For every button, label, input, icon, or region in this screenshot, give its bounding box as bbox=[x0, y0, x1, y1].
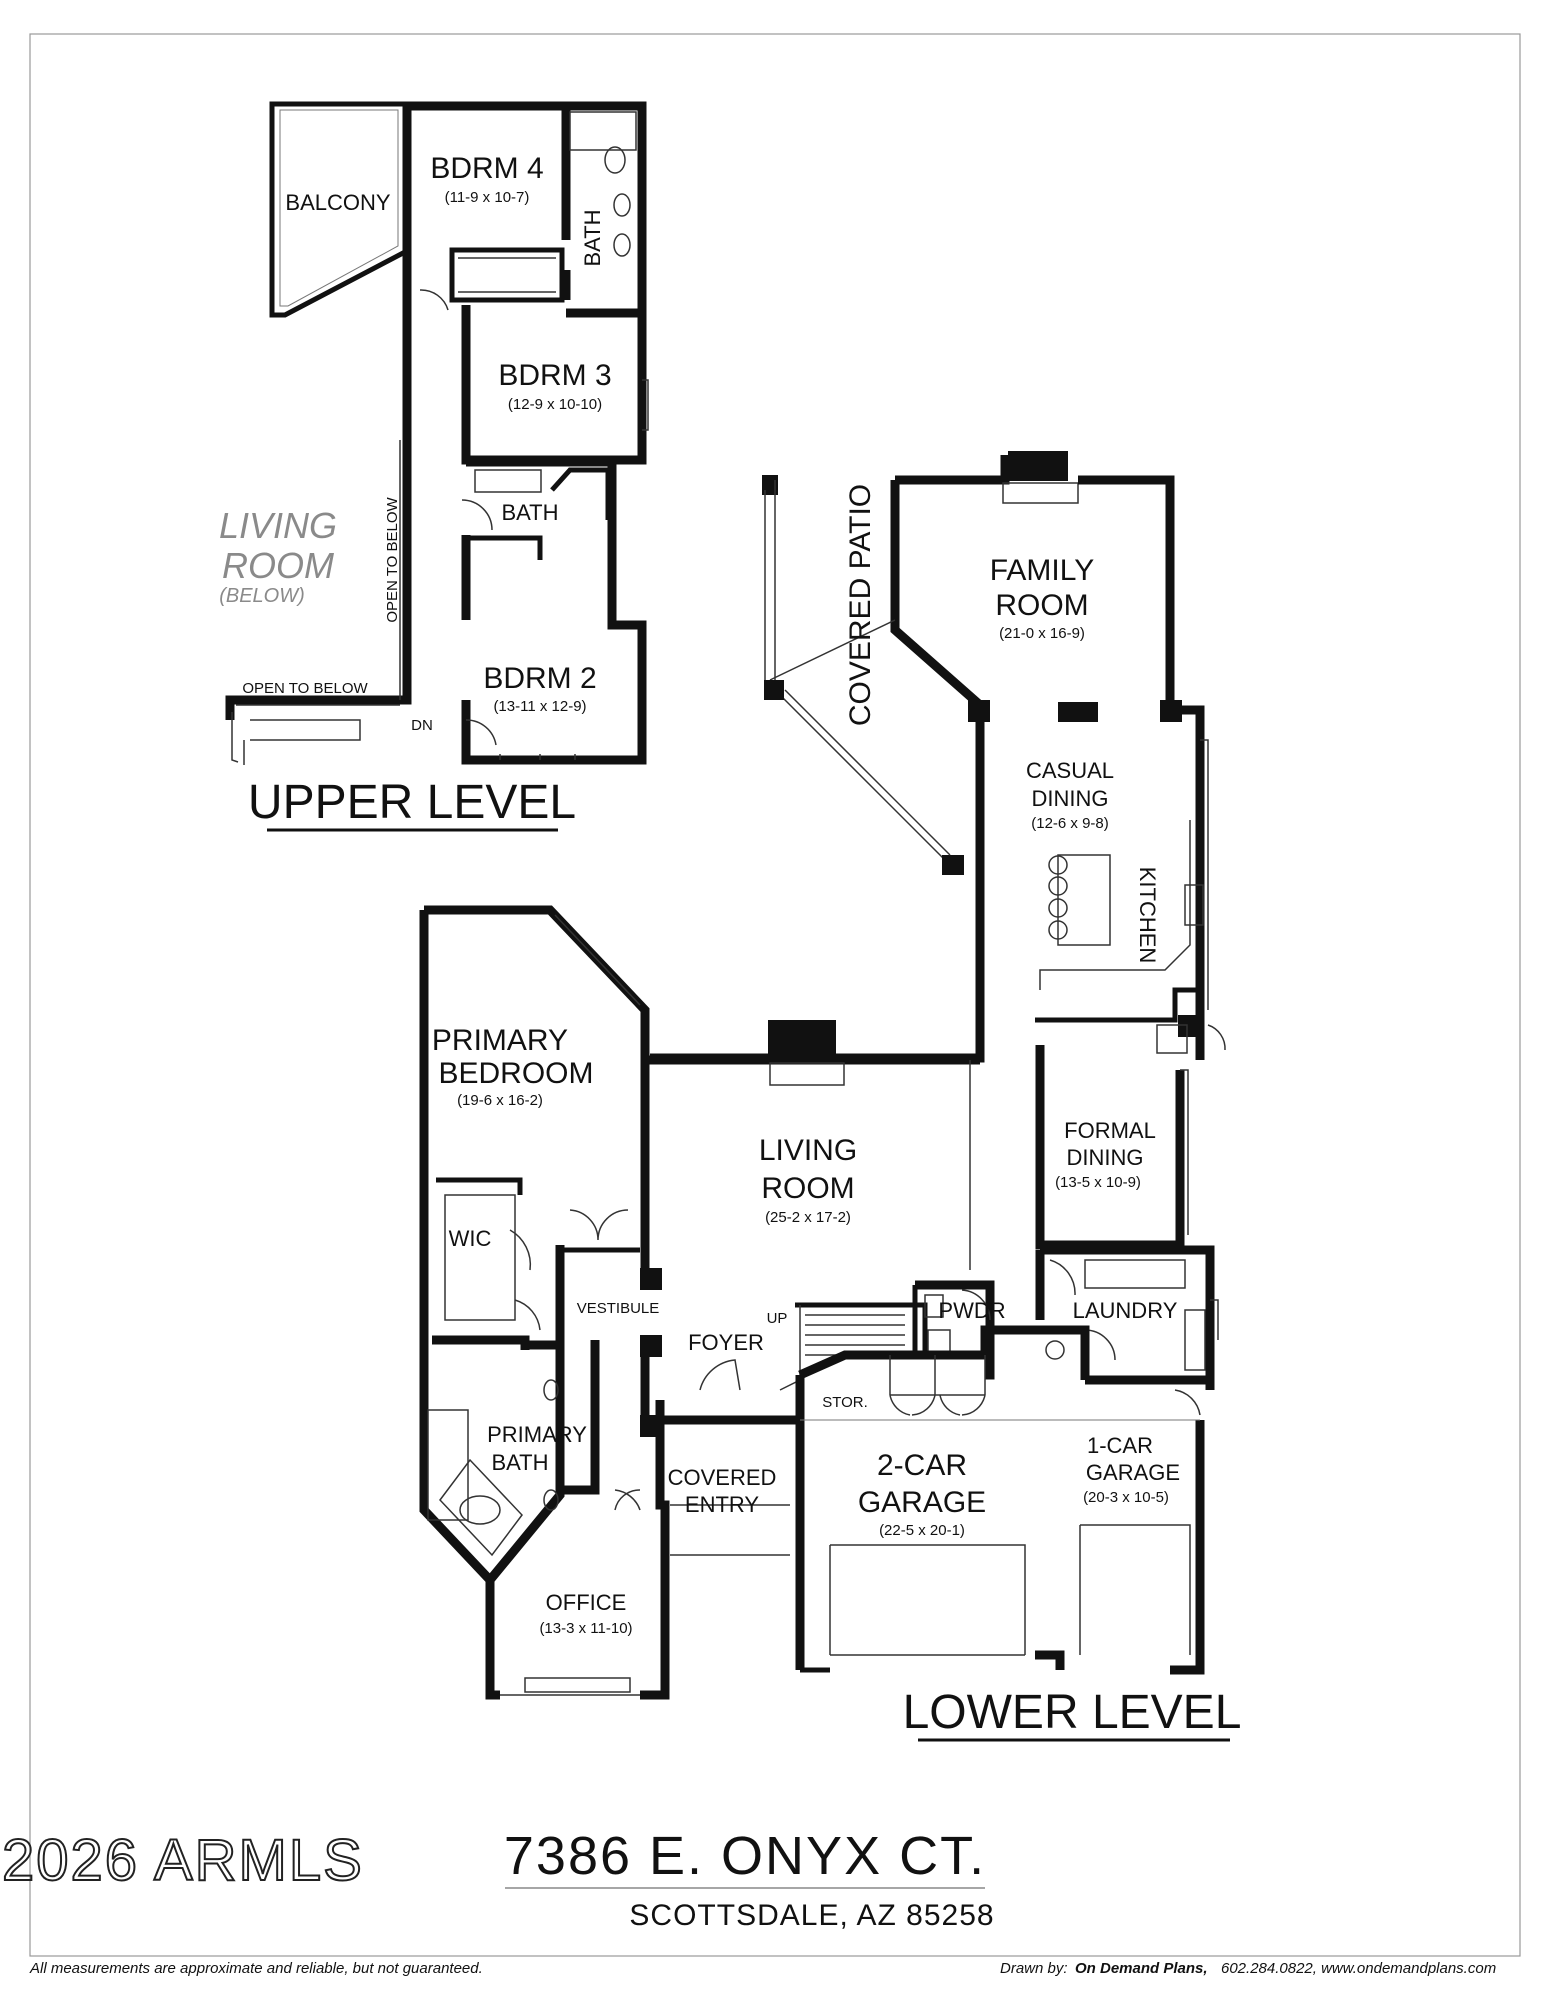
foyer-label: FOYER bbox=[688, 1330, 764, 1355]
up-label: UP bbox=[767, 1310, 788, 1327]
page-frame bbox=[29, 33, 1521, 1957]
kitchen-label: KITCHEN bbox=[1135, 867, 1160, 964]
bdrm4-label: BDRM 4 bbox=[430, 152, 543, 185]
footer-drawn-by-contact: 602.284.0822, www.ondemandplans.com bbox=[1221, 1960, 1496, 1977]
lower-level-plan bbox=[419, 451, 1226, 1700]
family-room-line2: ROOM bbox=[995, 589, 1088, 622]
primary-bath-line2: BATH bbox=[491, 1450, 548, 1475]
garage2-line1: 2-CAR bbox=[877, 1449, 967, 1482]
address-street: 7386 E. ONYX CT. bbox=[504, 1826, 986, 1886]
address-city: SCOTTSDALE, AZ 85258 bbox=[629, 1899, 994, 1932]
primary-bedroom-line2: BEDROOM bbox=[438, 1057, 593, 1090]
living-room-line2: ROOM bbox=[761, 1172, 854, 1205]
casual-dining-line2: DINING bbox=[1032, 786, 1109, 811]
footer-disclaimer: All measurements are approximate and rel… bbox=[29, 1960, 483, 1977]
bdrm3-label: BDRM 3 bbox=[498, 359, 611, 392]
bdrm3-dims: (12-9 x 10-10) bbox=[508, 396, 602, 413]
casual-dining-dims: (12-6 x 9-8) bbox=[1031, 815, 1109, 832]
living-room-line1: LIVING bbox=[759, 1134, 857, 1167]
laundry-label: LAUNDRY bbox=[1073, 1298, 1178, 1323]
lower-level-title: LOWER LEVEL bbox=[903, 1686, 1242, 1739]
living-room-dims: (25-2 x 17-2) bbox=[765, 1209, 851, 1226]
open-to-below-vertical: OPEN TO BELOW bbox=[384, 497, 401, 623]
bdrm2-label: BDRM 2 bbox=[483, 662, 596, 695]
living-below-line2: ROOM bbox=[222, 545, 334, 586]
copyright-watermark: 2026 ARMLS bbox=[2, 1828, 364, 1893]
footer-drawn-by-company: On Demand Plans, bbox=[1075, 1960, 1208, 1977]
upper-level-plan bbox=[225, 101, 649, 765]
living-below-line1: LIVING bbox=[219, 505, 337, 546]
lower-level-labels: COVERED PATIO FAMILY ROOM (21-0 x 16-9) … bbox=[432, 484, 1180, 1637]
office-dims: (13-3 x 11-10) bbox=[539, 1620, 632, 1637]
living-below-line3: (BELOW) bbox=[219, 585, 305, 607]
formal-dining-line1: FORMAL bbox=[1064, 1118, 1156, 1143]
bath-upper-b-label: BATH bbox=[501, 500, 558, 525]
primary-bath-line1: PRIMARY bbox=[487, 1422, 587, 1447]
primary-bedroom-dims: (19-6 x 16-2) bbox=[457, 1092, 543, 1109]
covered-entry-line2: ENTRY bbox=[685, 1492, 759, 1517]
pwdr-label: PWDR bbox=[938, 1298, 1005, 1323]
garage1-line1: 1-CAR bbox=[1087, 1433, 1153, 1458]
balcony-label: BALCONY bbox=[285, 190, 390, 215]
dn-label: DN bbox=[411, 717, 433, 734]
footer-drawn-by-label: Drawn by: bbox=[1000, 1960, 1068, 1977]
covered-patio-label: COVERED PATIO bbox=[844, 484, 877, 726]
bdrm2-dims: (13-11 x 12-9) bbox=[493, 698, 586, 715]
wic-label: WIC bbox=[449, 1226, 492, 1251]
garage2-line2: GARAGE bbox=[858, 1486, 986, 1519]
bdrm4-dims: (11-9 x 10-7) bbox=[445, 189, 530, 206]
garage2-dims: (22-5 x 20-1) bbox=[879, 1522, 965, 1539]
upper-level-title: UPPER LEVEL bbox=[248, 776, 576, 829]
upper-level-labels: BALCONY BDRM 4 (11-9 x 10-7) BATH BDRM 3… bbox=[219, 152, 612, 734]
stor-label: STOR. bbox=[822, 1394, 868, 1411]
garage1-dims: (20-3 x 10-5) bbox=[1083, 1489, 1169, 1506]
family-room-dims: (21-0 x 16-9) bbox=[999, 625, 1085, 642]
family-room-line1: FAMILY bbox=[990, 554, 1094, 587]
formal-dining-dims: (13-5 x 10-9) bbox=[1055, 1174, 1141, 1191]
bath-upper-a-label: BATH bbox=[580, 209, 605, 266]
primary-bedroom-line1: PRIMARY bbox=[432, 1024, 568, 1057]
vestibule-label: VESTIBULE bbox=[577, 1300, 660, 1317]
casual-dining-line1: CASUAL bbox=[1026, 758, 1114, 783]
open-to-below-horizontal: OPEN TO BELOW bbox=[242, 680, 368, 697]
office-label: OFFICE bbox=[546, 1590, 627, 1615]
garage1-line2: GARAGE bbox=[1086, 1460, 1180, 1485]
formal-dining-line2: DINING bbox=[1067, 1145, 1144, 1170]
covered-entry-line1: COVERED bbox=[668, 1465, 777, 1490]
